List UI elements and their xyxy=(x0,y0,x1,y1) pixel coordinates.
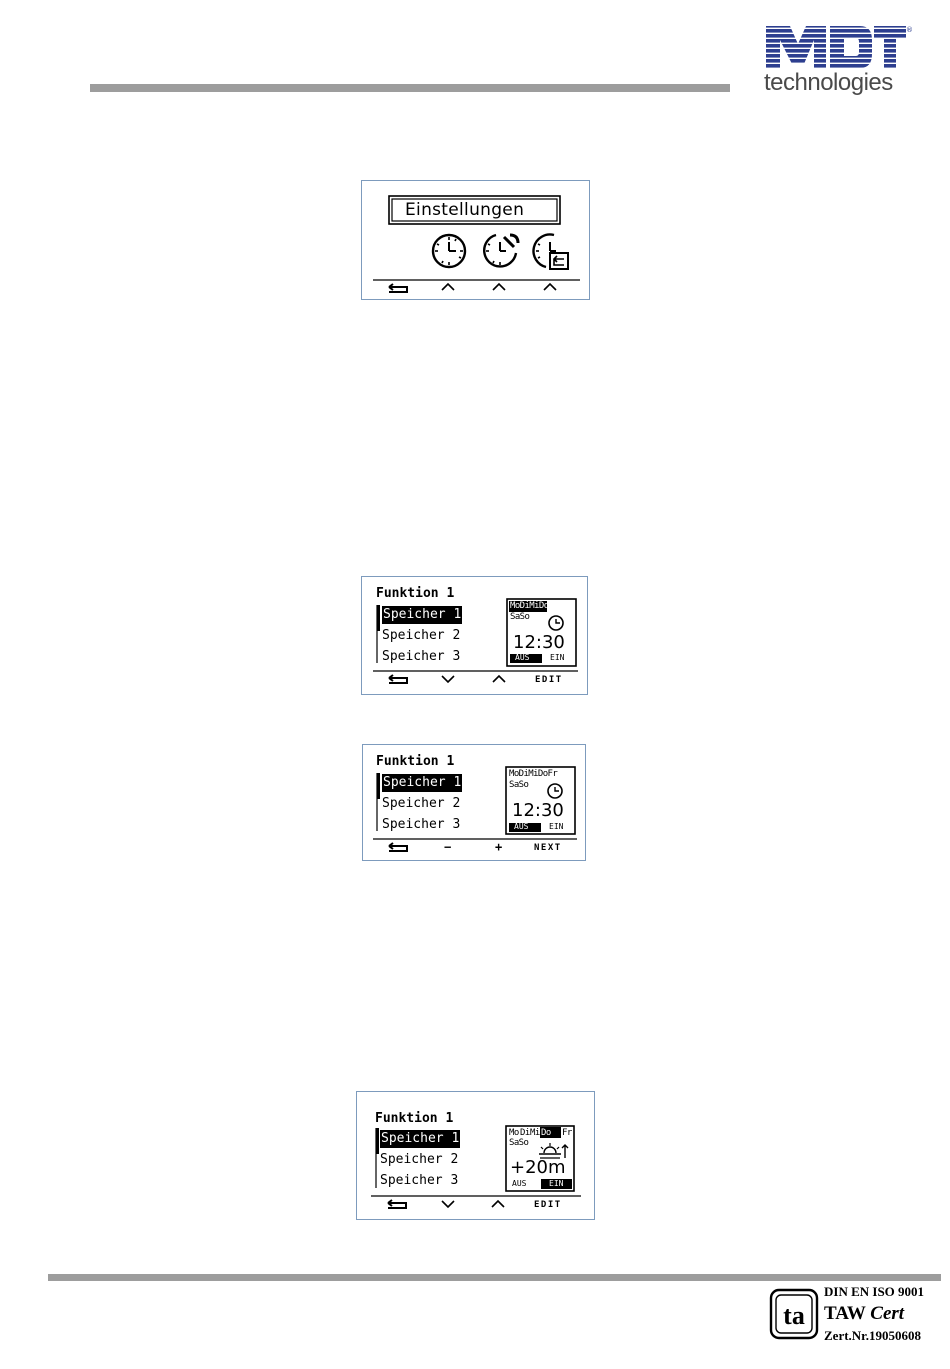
softkey-up-3[interactable] xyxy=(543,282,557,291)
softkey-next[interactable]: NEXT xyxy=(534,843,562,853)
menu-item-selected[interactable]: Speicher 1 xyxy=(380,1130,461,1148)
mini-clock-icon xyxy=(547,783,563,799)
function-title: Funktion 1 xyxy=(375,1111,454,1126)
weekday-di: Di xyxy=(520,1128,530,1138)
softkey-edit[interactable]: EDIT xyxy=(534,1200,562,1210)
lcd-screen-settings: Einstellungen xyxy=(361,180,590,300)
softkey-up-2[interactable] xyxy=(492,282,506,291)
on-label: EIN xyxy=(550,653,565,662)
clock-return-icon xyxy=(532,233,569,270)
cert-number: Zert.Nr.19050608 xyxy=(824,1328,922,1343)
menu-item[interactable]: Speicher 2 xyxy=(382,796,461,811)
settings-title: Einstellungen xyxy=(405,200,525,220)
footer-rule xyxy=(48,1274,941,1281)
offset-value: +20m xyxy=(510,1157,566,1178)
off-label: AUS xyxy=(514,822,529,831)
menu-item-selected[interactable]: Speicher 1 xyxy=(382,606,463,624)
weekday-fr: Fr xyxy=(562,1128,572,1138)
softkey-down[interactable] xyxy=(441,675,455,684)
menu-item[interactable]: Speicher 3 xyxy=(382,649,461,664)
lcd-screen-function-offset: Funktion 1 Speicher 1 Speicher 2 Speiche… xyxy=(356,1091,595,1220)
cert-body: TAW Cert xyxy=(824,1303,904,1325)
time-value: 12:30 xyxy=(512,800,564,821)
cert-body-name: TAW xyxy=(824,1303,866,1324)
on-label: EIN xyxy=(549,822,564,831)
softkey-back[interactable] xyxy=(388,674,408,684)
sunrise-icon xyxy=(539,1143,569,1159)
softkey-up-1[interactable] xyxy=(441,282,455,291)
header-rule xyxy=(90,84,730,92)
menu-item[interactable]: Speicher 2 xyxy=(382,628,461,643)
weekday-mo: Mo xyxy=(509,1128,519,1138)
time-value: 12:30 xyxy=(513,632,565,653)
weekday-do: Do xyxy=(541,1128,551,1138)
mdt-logo: ® technologies xyxy=(764,24,914,100)
off-label: AUS xyxy=(512,1179,527,1188)
on-label: EIN xyxy=(549,1179,564,1188)
function-title: Funktion 1 xyxy=(376,754,455,769)
softkey-up[interactable] xyxy=(492,674,506,683)
weekend-row: SaSo xyxy=(509,780,529,790)
menu-item-selected[interactable]: Speicher 1 xyxy=(382,774,463,792)
weekend-row: SaSo xyxy=(509,1138,529,1148)
weekdays-row: MoDiMiDoFr xyxy=(509,769,558,779)
softkey-minus[interactable]: − xyxy=(444,840,452,854)
certification-block: ta DIN EN ISO 9001 TAW Cert Zert.Nr.1905… xyxy=(768,1284,944,1346)
logo-subtitle: technologies xyxy=(764,69,893,96)
registered-mark: ® xyxy=(906,26,913,34)
cert-standard: DIN EN ISO 9001 xyxy=(824,1284,925,1299)
mdt-logo-mark: ® xyxy=(766,26,913,68)
lcd-screen-function-next: Funktion 1 Speicher 1 Speicher 2 Speiche… xyxy=(362,744,586,861)
softkey-plus[interactable]: + xyxy=(495,840,503,854)
mini-clock-icon xyxy=(548,615,564,631)
menu-item[interactable]: Speicher 3 xyxy=(382,817,461,832)
weekend-row: SaSo xyxy=(510,612,530,622)
taw-cert-logo: ta xyxy=(769,1288,819,1340)
off-label: AUS xyxy=(515,653,530,662)
weekday-mi: Mi xyxy=(530,1128,540,1138)
lcd-screen-function-edit: Funktion 1 Speicher 1 Speicher 2 Speiche… xyxy=(361,576,588,695)
menu-item[interactable]: Speicher 2 xyxy=(380,1152,459,1167)
softkey-back[interactable] xyxy=(388,283,408,293)
menu-item[interactable]: Speicher 3 xyxy=(380,1173,459,1188)
softkey-up[interactable] xyxy=(491,1199,505,1208)
softkey-down[interactable] xyxy=(441,1200,455,1209)
cert-body-suffix: Cert xyxy=(870,1303,905,1324)
svg-text:ta: ta xyxy=(783,1301,805,1330)
softkey-back[interactable] xyxy=(387,1199,407,1209)
weekdays-row: MoDiMiDoFr xyxy=(510,601,559,611)
softkey-edit[interactable]: EDIT xyxy=(535,675,563,685)
softkey-back[interactable] xyxy=(388,842,408,852)
clock-icon xyxy=(431,233,467,269)
clock-settings-icon xyxy=(483,233,520,268)
function-title: Funktion 1 xyxy=(376,586,455,601)
